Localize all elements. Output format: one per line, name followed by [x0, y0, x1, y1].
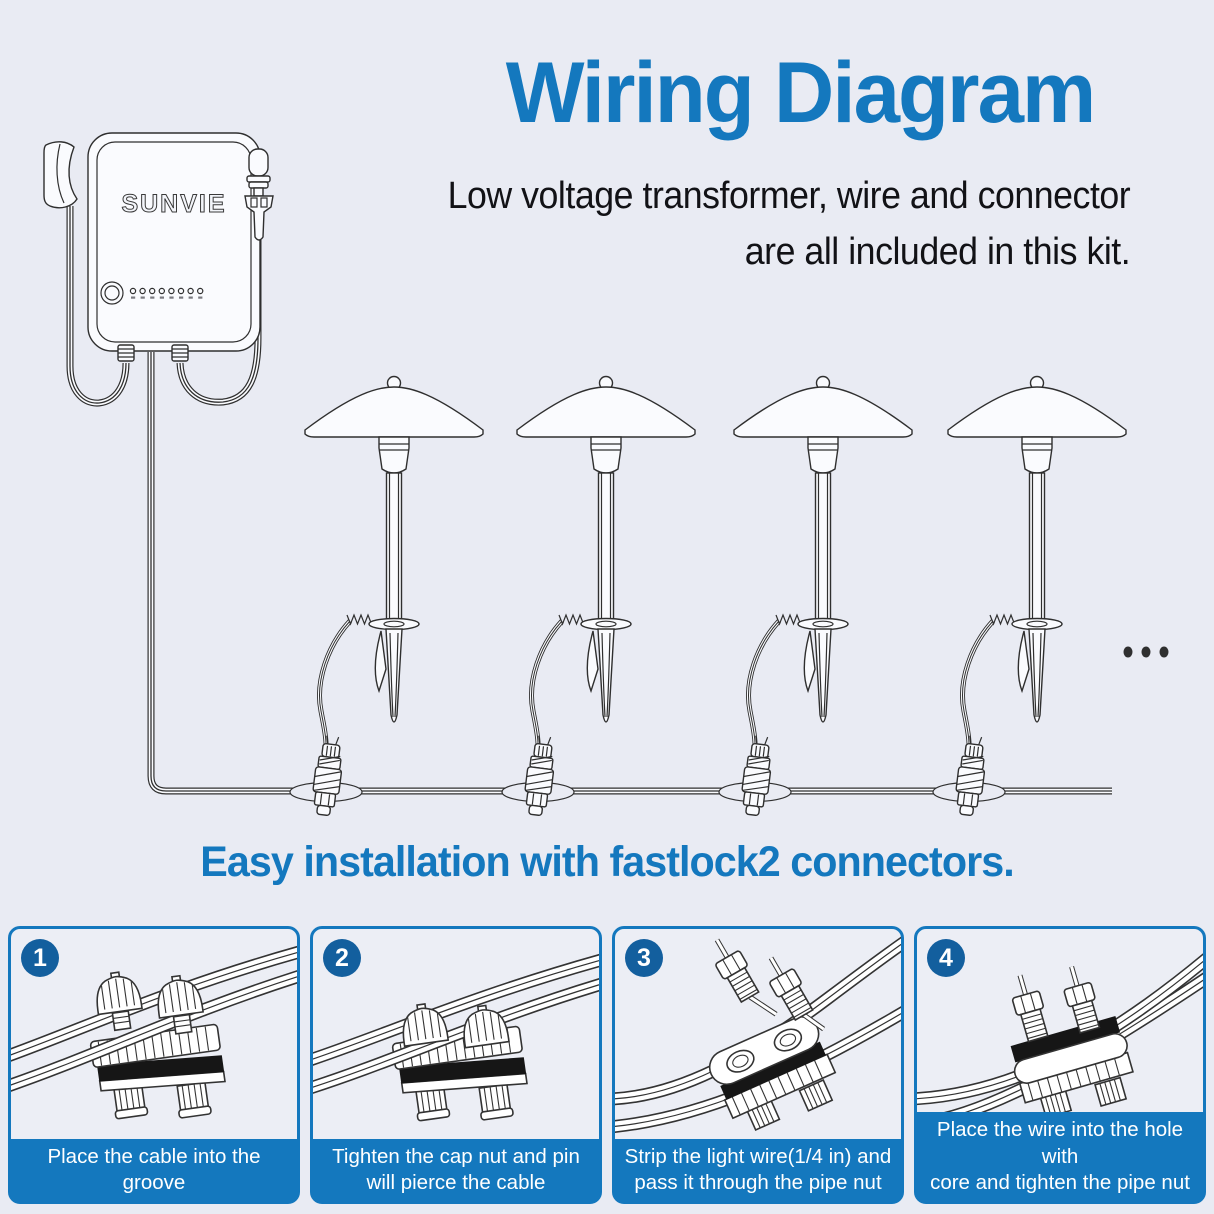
step-illustration-connector-tightened: [313, 929, 599, 1122]
subtitle: Low voltage transformer, wire and connec…: [447, 168, 1130, 280]
power-button-icon: [100, 281, 124, 305]
cable-glands: [117, 344, 189, 362]
step-illustration-nuts-tightened: [917, 929, 1203, 1141]
step-number-badge: 3: [625, 939, 663, 977]
step-caption: Strip the light wire(1/4 in) and pass it…: [614, 1138, 902, 1202]
path-light-unit: [719, 377, 912, 817]
wall-plug-icon: [43, 141, 78, 209]
step-number-badge: 1: [21, 939, 59, 977]
subtitle-line-2: are all included in this kit.: [744, 231, 1131, 273]
step-card-3: 3: [612, 926, 904, 1204]
step-card-2: 2: [310, 926, 602, 1204]
path-light-unit: [502, 377, 695, 817]
photocell-sensor-icon: [244, 148, 274, 241]
step-number-badge: 4: [927, 939, 965, 977]
installation-steps: 1: [8, 926, 1206, 1204]
path-light-unit: [933, 377, 1126, 817]
ellipsis-dots-icon: [1123, 646, 1169, 658]
section-heading: Easy installation with fastlock2 connect…: [200, 838, 1014, 886]
step-caption: Tighten the cap nut and pin will pierce …: [312, 1138, 600, 1202]
step-card-4: 4: [914, 926, 1206, 1204]
transformer: SUNVIE: [87, 132, 261, 362]
step-illustration-pipe-nuts: [615, 929, 901, 1141]
subtitle-line-1: Low voltage transformer, wire and connec…: [447, 175, 1130, 217]
path-light-unit: [290, 377, 483, 817]
sunvie-logo: SUNVIE: [121, 190, 226, 218]
page-title: Wiring Diagram: [505, 45, 1097, 141]
step-illustration-connector-open: [11, 929, 297, 1120]
step-caption: Place the wire into the hole with core a…: [916, 1112, 1204, 1202]
step-caption: Place the cable into the groove: [10, 1138, 298, 1202]
step-card-1: 1: [8, 926, 300, 1204]
led-indicators: [129, 287, 204, 299]
step-number-badge: 2: [323, 939, 361, 977]
